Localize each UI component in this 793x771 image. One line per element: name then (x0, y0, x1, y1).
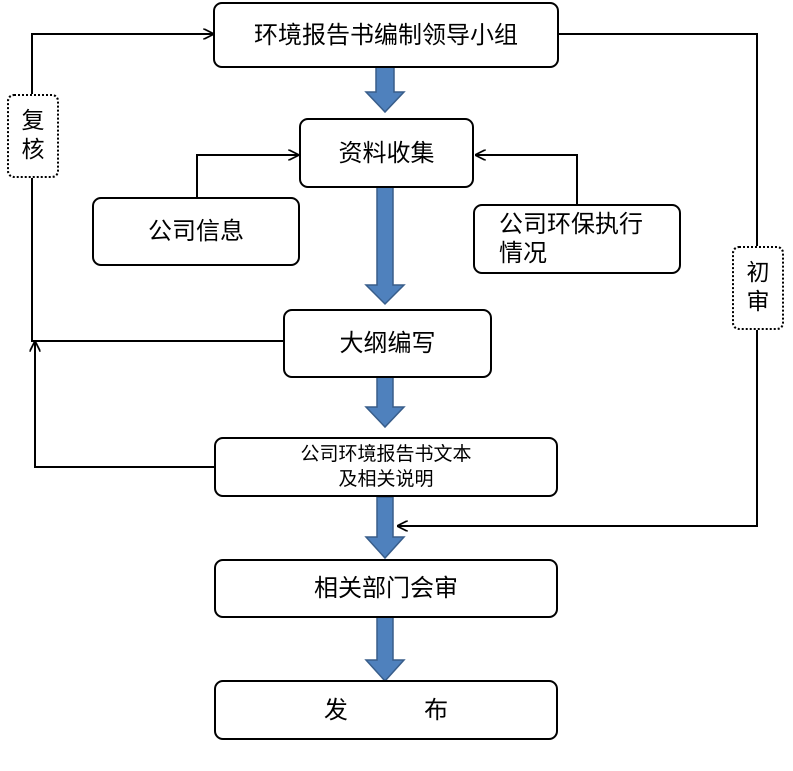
box-leadership-group-label: 环境报告书编制领导小组 (254, 20, 518, 49)
box-data-collection: 资料收集 (299, 118, 474, 188)
box-env-execution-status-label: 公司环保执行 情况 (499, 210, 643, 267)
box-env-execution-status: 公司环保执行 情况 (473, 204, 681, 274)
label-preliminary-review-text: 初 审 (746, 260, 770, 315)
box-company-info: 公司信息 (92, 197, 300, 266)
flow-arrow-report-to-dept-review (364, 496, 406, 560)
box-company-info-label: 公司信息 (148, 217, 244, 246)
box-dept-joint-review-label: 相关部门会审 (314, 574, 458, 603)
box-leadership-group: 环境报告书编制领导小组 (213, 2, 559, 68)
connector-report-feedback (35, 342, 215, 468)
flow-arrow-collect-to-outline (364, 186, 406, 306)
box-outline-writing: 大纲编写 (283, 309, 492, 378)
box-outline-writing-label: 大纲编写 (339, 329, 436, 358)
box-publish-label: 发 布 (323, 695, 449, 724)
box-data-collection-label: 资料收集 (338, 138, 435, 167)
connector-company-info-to-collect (196, 155, 298, 198)
box-report-text: 公司环境报告书文本 及相关说明 (214, 437, 558, 497)
connector-env-status-to-collect (476, 155, 578, 205)
label-preliminary-review: 初 审 (732, 246, 784, 330)
label-recheck: 复 核 (7, 94, 59, 178)
flow-arrow-leadership-to-collect (364, 65, 406, 114)
box-publish: 发 布 (214, 680, 558, 740)
box-report-text-label: 公司环境报告书文本 及相关说明 (300, 443, 472, 490)
box-dept-joint-review: 相关部门会审 (214, 559, 558, 618)
flow-arrow-dept-review-to-publish (364, 616, 406, 683)
flow-arrow-outline-to-report (364, 376, 406, 429)
label-recheck-text: 复 核 (21, 108, 45, 163)
connector-recheck-loop (31, 34, 285, 342)
